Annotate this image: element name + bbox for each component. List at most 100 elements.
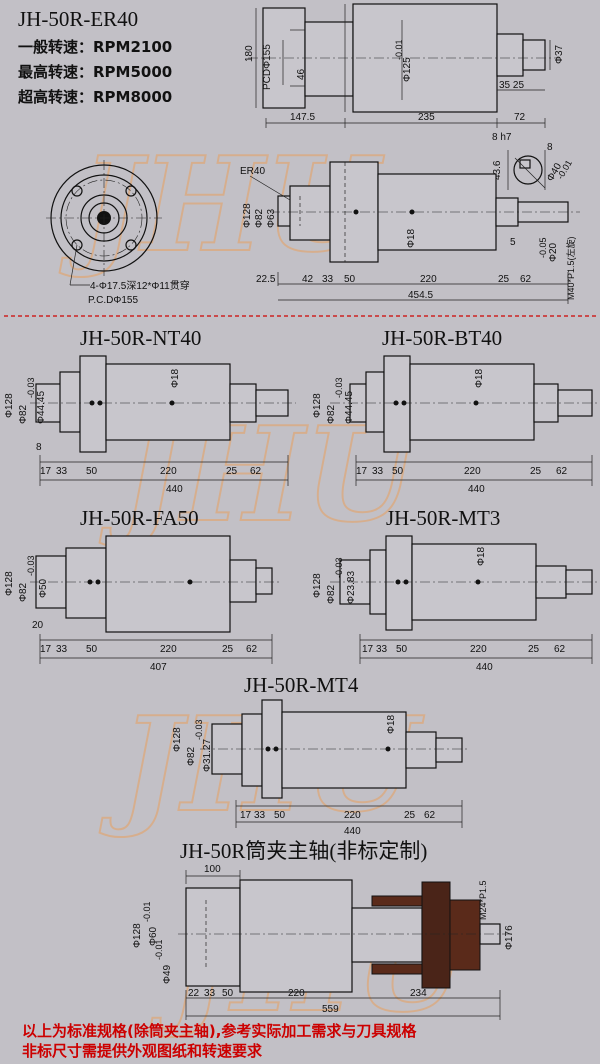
collet-tol60: -0.01	[142, 901, 152, 922]
er40-dim-125: Φ125	[402, 57, 413, 82]
er40-dim-220: 220	[420, 274, 437, 285]
er40-side-view: ER40 Φ128 Φ82 Φ63 Φ18 5 Φ20 -0.05 M40*P1…	[240, 161, 580, 304]
mt3-dim-220: 220	[470, 644, 487, 655]
bt40-title: JH-50R-BT40	[382, 326, 502, 350]
collet-d128: Φ128	[132, 923, 143, 948]
collet-dim-33: 33	[204, 988, 216, 999]
collet-dim-22: 22	[188, 988, 200, 999]
er40-side-128: Φ128	[242, 203, 253, 228]
fa50-dim-62: 62	[246, 644, 258, 655]
nt40-total: 440	[166, 484, 183, 495]
mt3-d128: Φ128	[312, 573, 323, 598]
fa50-d82: Φ82	[18, 582, 29, 602]
er40-tol-20: -0.05	[538, 237, 548, 258]
er40-dim-top-1: 147.5	[290, 112, 315, 123]
collet-spindle: JH-50R筒夹主轴(非标定制) 100 Φ128 Φ60 -0.01 Φ49 …	[132, 839, 515, 1020]
bt40-total: 440	[468, 484, 485, 495]
mt3-title: JH-50R-MT3	[386, 506, 500, 530]
er40-key-detail: 8 h7 8 43.6 Φ40 -0.01	[492, 132, 574, 190]
nt40-dim-50: 50	[86, 466, 98, 477]
er40-dim-total: 454.5	[408, 290, 433, 301]
bt40-dim-25: 25	[530, 466, 542, 477]
fa50-small: 20	[32, 620, 44, 631]
mt4-dim-17: 17	[240, 810, 252, 821]
mt3-d82: Φ82	[326, 584, 337, 604]
mt4-total: 440	[344, 826, 361, 837]
collet-title: JH-50R筒夹主轴(非标定制)	[180, 839, 427, 863]
note-line-1: 以上为标准规格(除筒夹主轴),参考实际加工需求与刀具规格	[22, 1022, 417, 1040]
mt3-d23: Φ23.83	[346, 571, 357, 604]
er40-dim-top-3: 72	[514, 112, 526, 123]
speed-high: 最高转速：RPM5000	[18, 63, 172, 81]
mt4-dim-220: 220	[344, 810, 361, 821]
mt4-d128: Φ128	[172, 727, 183, 752]
mt4-dim-33: 33	[254, 810, 266, 821]
er40-side-18: Φ18	[406, 228, 417, 248]
model-title: JH-50R-ER40	[18, 7, 138, 31]
speed-general: 一般转速：RPM2100	[18, 38, 172, 56]
mt4-dim-62: 62	[424, 810, 436, 821]
er40-dim-37: Φ37	[554, 44, 565, 64]
nt40-dim-25: 25	[226, 466, 238, 477]
fa50-d128: Φ128	[4, 571, 15, 596]
mt4-d18: Φ18	[386, 714, 397, 734]
collet-d49: Φ49	[162, 964, 173, 984]
collet-d176: Φ176	[504, 925, 515, 950]
er40-dim-225: 22.5	[256, 274, 276, 285]
variant-mt4: JH-50R-MT4 Φ128 Φ82 -0.03 Φ31.27 Φ18 17 …	[172, 673, 470, 837]
er40-key-8: 8	[547, 142, 553, 153]
mt4-tol82: -0.03	[194, 719, 204, 740]
fa50-dim-50: 50	[86, 644, 98, 655]
mt3-dim-25: 25	[528, 644, 540, 655]
nt40-d44: Φ44.45	[36, 391, 47, 424]
bt40-tol82: -0.03	[334, 377, 344, 398]
er40-dim-33: 33	[322, 274, 334, 285]
nt40-dim-33: 33	[56, 466, 68, 477]
er40-side-82: Φ82	[254, 208, 265, 228]
collet-d60: Φ60	[148, 926, 159, 946]
er40-dim-436: 43.6	[492, 160, 503, 180]
mt4-title: JH-50R-MT4	[244, 673, 359, 697]
collet-dim-100: 100	[204, 864, 221, 875]
fa50-dim-25: 25	[222, 644, 234, 655]
er40-dim-25: 25	[498, 274, 510, 285]
nt40-small: 8	[36, 442, 42, 453]
mt3-d18: Φ18	[476, 546, 487, 566]
er40-pcd-note: P.C.DΦ155	[88, 295, 138, 306]
bt40-d82: Φ82	[326, 404, 337, 424]
bt40-dim-62: 62	[556, 466, 568, 477]
speed-ultra: 超高转速：RPM8000	[17, 88, 172, 106]
er40-dim-42: 42	[302, 274, 314, 285]
mt4-dim-50: 50	[274, 810, 286, 821]
mt3-dim-33: 33	[376, 644, 388, 655]
variant-nt40: JH-50R-NT40 Φ128 Φ82 -0.03 Φ44.45 Φ18 8 …	[4, 326, 296, 495]
er40-thread: M40*P1.5(左旋)	[565, 236, 576, 300]
mt3-dim-62: 62	[554, 644, 566, 655]
er40-tol-125: -0.01	[394, 39, 404, 60]
header: JH-50R-ER40 一般转速：RPM2100 最高转速：RPM5000 超高…	[17, 7, 172, 106]
er40-dim-46: 46	[296, 68, 307, 80]
er40-holes-note: 4-Φ17.5深12*Φ11贯穿	[90, 279, 190, 292]
mt3-tol82: -0.03	[334, 557, 344, 578]
er40-dim-pcd155: PCDΦ155	[262, 44, 273, 90]
bt40-dim-50: 50	[392, 466, 404, 477]
bt40-d44: Φ44.45	[344, 391, 355, 424]
er40-key-8h7: 8 h7	[492, 132, 512, 143]
er40-side-5: 5	[510, 237, 516, 248]
collet-thread: M24*P1.5	[478, 880, 488, 920]
fa50-total: 407	[150, 662, 167, 673]
collet-dim-220: 220	[288, 988, 305, 999]
collet-dim-234: 234	[410, 988, 427, 999]
er40-side-63: Φ63	[266, 208, 277, 228]
fa50-dim-17: 17	[40, 644, 52, 655]
note-line-2: 非标尺寸需提供外观图纸和转速要求	[22, 1042, 263, 1060]
mt3-dim-17: 17	[362, 644, 374, 655]
nt40-d82: Φ82	[18, 404, 29, 424]
er40-dim-50: 50	[344, 274, 356, 285]
nt40-tol82: -0.03	[26, 377, 36, 398]
bt40-d18: Φ18	[474, 368, 485, 388]
mt4-d82: Φ82	[186, 746, 197, 766]
er40-side-20: Φ20	[548, 242, 559, 262]
